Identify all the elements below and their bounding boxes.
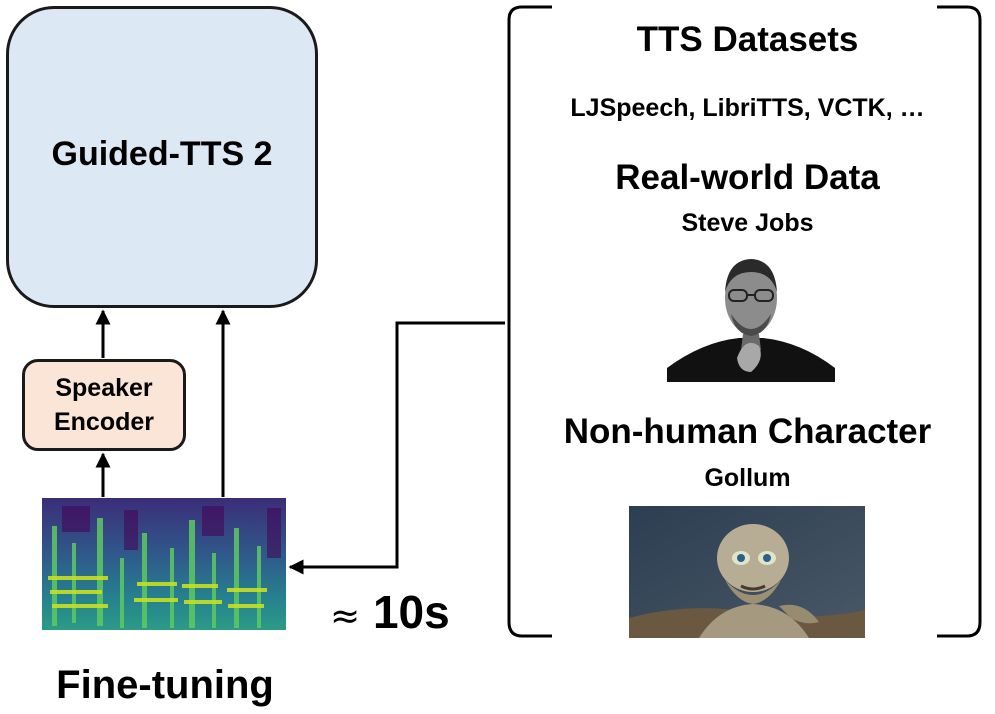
real-world-heading: Real-world Data (615, 158, 880, 197)
approx-symbol: ≈ (330, 596, 361, 637)
model-title: Guided-TTS 2 (51, 134, 273, 173)
input-duration-label: ≈ 10s (330, 585, 450, 639)
speaker-encoder-block: Speaker Encoder (22, 359, 186, 451)
non-human-heading: Non-human Character (563, 412, 932, 451)
duration-value: 10s (372, 586, 450, 638)
fine-tuning-caption: Fine-tuning (56, 663, 274, 707)
encoder-label-line2: Encoder (53, 408, 155, 436)
non-human-example: Gollum (704, 464, 791, 492)
encoder-label-line1: Speaker (55, 374, 153, 402)
mel-spectrogram-image (42, 498, 286, 630)
arrow-data-to-spectrogram (288, 321, 505, 575)
guided-tts-model-block: Guided-TTS 2 (6, 6, 318, 308)
gollum-photo (629, 506, 865, 638)
right-bracket (937, 5, 982, 638)
steve-jobs-photo (667, 250, 835, 382)
left-bracket (507, 5, 552, 638)
tts-datasets-list: LJSpeech, LibriTTS, VCTK, … (570, 94, 925, 122)
tts-datasets-heading: TTS Datasets (636, 20, 859, 59)
real-world-example: Steve Jobs (681, 209, 814, 237)
